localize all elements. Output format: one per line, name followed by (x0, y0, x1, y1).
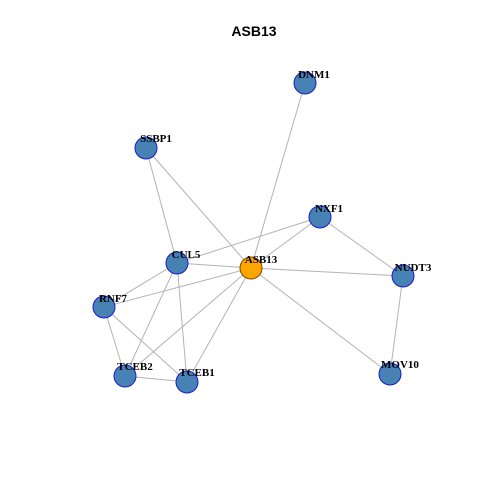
node-layer: ASB13DNM1SSBP1NXF1CUL5NUDT3RNF7MOV10TCEB… (92, 69, 432, 394)
edge-asb13-cul5 (176, 262, 252, 269)
node-tceb1: TCEB1 (175, 367, 215, 394)
graph-title: ASB13 (231, 23, 276, 39)
node-nxf1: NXF1 (308, 203, 343, 229)
node-circle (92, 295, 116, 319)
edge-layer (103, 82, 404, 383)
node-tceb2: TCEB2 (113, 361, 153, 388)
node-mov10: MOV10 (378, 359, 419, 386)
edge-nxf1-cul5 (176, 216, 321, 264)
node-circle (134, 136, 158, 160)
edge-nudt3-mov10 (389, 275, 404, 375)
edge-asb13-nxf1 (250, 216, 321, 269)
node-circle (391, 264, 415, 288)
node-label: RNF7 (99, 293, 128, 305)
node-label: NUDT3 (395, 262, 432, 274)
edge-asb13-dnm1 (250, 82, 306, 269)
node-nudt3: NUDT3 (391, 262, 432, 288)
node-label: MOV10 (381, 359, 419, 371)
edge-asb13-nudt3 (250, 267, 404, 277)
edge-rnf7-tceb2 (103, 306, 126, 377)
node-circle (175, 370, 199, 394)
node-ssbp1: SSBP1 (134, 133, 172, 160)
node-dnm1: DNM1 (293, 69, 330, 95)
node-circle (113, 364, 137, 388)
node-asb13: ASB13 (239, 254, 278, 280)
node-label: TCEB2 (117, 361, 153, 373)
node-label: SSBP1 (140, 133, 172, 145)
edge-cul5-rnf7 (103, 262, 178, 308)
node-label: ASB13 (245, 254, 278, 266)
node-circle (378, 362, 402, 386)
node-label: TCEB1 (179, 367, 214, 379)
node-label: CUL5 (172, 249, 201, 261)
node-label: DNM1 (298, 69, 330, 81)
edge-asb13-rnf7 (103, 267, 252, 308)
edge-ssbp1-cul5 (145, 147, 178, 264)
edge-cul5-tceb2 (124, 262, 178, 377)
edge-cul5-tceb1 (176, 262, 188, 383)
edge-asb13-tceb2 (124, 267, 252, 377)
node-label: NXF1 (315, 203, 343, 215)
node-cul5: CUL5 (165, 249, 201, 275)
node-circle (308, 205, 332, 229)
node-circle (293, 71, 317, 95)
edge-asb13-ssbp1 (145, 147, 252, 269)
edge-asb13-mov10 (250, 267, 391, 375)
edge-asb13-tceb1 (186, 267, 252, 383)
node-circle (239, 256, 263, 280)
edge-nxf1-nudt3 (319, 216, 404, 277)
edge-rnf7-tceb1 (103, 306, 188, 383)
node-circle (165, 251, 189, 275)
node-rnf7: RNF7 (92, 293, 128, 319)
